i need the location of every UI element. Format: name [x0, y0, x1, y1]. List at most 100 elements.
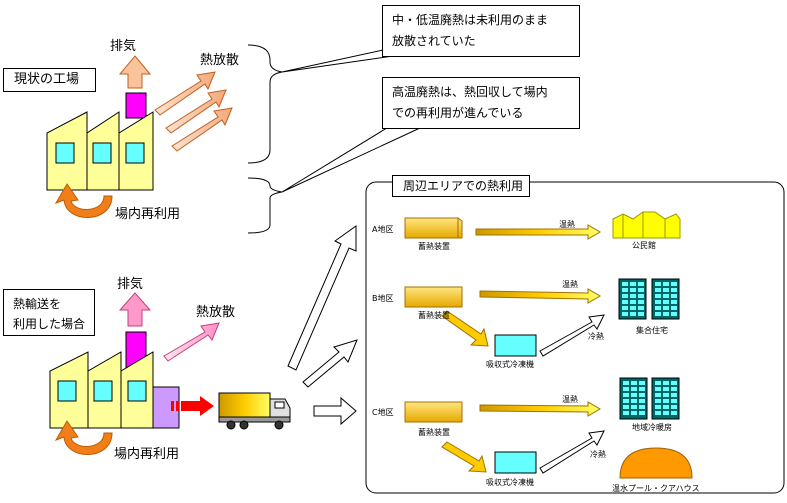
- feed-arrow: [441, 441, 487, 473]
- building-windows: [622, 282, 677, 415]
- building-window: [639, 381, 645, 385]
- building-window: [671, 387, 677, 391]
- building-window: [663, 393, 669, 397]
- transport-reuse-label: 場内再利用: [114, 447, 180, 462]
- building-window: [655, 306, 661, 310]
- building-window: [638, 282, 644, 286]
- callout-pointer: [281, 44, 407, 73]
- building-window: [623, 411, 629, 415]
- absorption-chiller: [494, 334, 537, 357]
- reuse-arrow: [54, 183, 113, 218]
- area-a-destination-label: 公民館: [632, 241, 656, 250]
- building-window: [671, 312, 677, 316]
- heat-release-arrow: [163, 322, 220, 362]
- cold-heat-arrow: [539, 430, 605, 474]
- building-window: [622, 294, 628, 298]
- building-window: [622, 300, 628, 304]
- heat-release-arrows: [154, 71, 233, 152]
- factory-window: [55, 142, 75, 164]
- building-window: [655, 399, 661, 403]
- building-window: [655, 405, 661, 409]
- building-window: [630, 282, 636, 286]
- building-window: [671, 288, 677, 292]
- exhaust-arrow: [118, 292, 152, 327]
- reuse-arrow: [54, 420, 113, 455]
- current-reuse-label: 場内再利用: [115, 207, 181, 222]
- building-window: [663, 294, 669, 298]
- warm-heat-arrow: [479, 401, 601, 417]
- bracket-bottom: [247, 177, 283, 234]
- building-window: [639, 405, 645, 409]
- building-window: [623, 381, 629, 385]
- storage-unit: [404, 286, 463, 308]
- building-window: [631, 399, 637, 403]
- building-window: [623, 405, 629, 409]
- area-b-label: B地区: [372, 294, 394, 303]
- building-window: [631, 405, 637, 409]
- building-window: [655, 288, 661, 292]
- factory-window: [93, 380, 113, 402]
- building-window: [663, 387, 669, 391]
- storage-unit: [404, 401, 463, 423]
- building-window: [663, 405, 669, 409]
- callout-pointer: [281, 119, 421, 193]
- building-window: [663, 381, 669, 385]
- building-window: [663, 411, 669, 415]
- transport-factory-title-line1: 熱輸送を: [13, 297, 62, 311]
- community-hall: [612, 211, 681, 239]
- transport-exhaust-label: 排気: [117, 277, 144, 292]
- current-exhaust-label: 排気: [110, 39, 137, 54]
- callout-low-temp-line2: 放散されていた: [392, 34, 476, 48]
- building-window: [671, 306, 677, 310]
- building-window: [622, 288, 628, 292]
- area-b-chiller-label: 吸収式冷凍機: [486, 360, 534, 369]
- hot-pool-dome: [619, 447, 693, 479]
- current-factory-title-box: 現状の工場: [3, 68, 96, 92]
- building-window: [630, 294, 636, 298]
- transport-factory-title-box: 熱輸送を 利用した場合: [3, 289, 95, 336]
- area-c-destination-1-label: 地域冷暖房: [632, 423, 672, 432]
- heat-transport-truck: [218, 392, 291, 430]
- building-window: [638, 294, 644, 298]
- heat-transfer-arrow: [171, 396, 214, 416]
- building-window: [639, 387, 645, 391]
- exhaust-arrow: [118, 55, 152, 89]
- absorption-chiller: [494, 451, 537, 474]
- area-a-warm-label: 温熱: [559, 220, 575, 229]
- current-factory-title: 現状の工場: [14, 72, 80, 87]
- building-window: [630, 300, 636, 304]
- area-b-warm-label: 温熱: [562, 280, 578, 289]
- building-window: [638, 312, 644, 316]
- building-window: [655, 411, 661, 415]
- area-c-chiller-label: 吸収式冷凍機: [486, 478, 534, 487]
- building-window: [671, 393, 677, 397]
- building-window: [630, 288, 636, 292]
- building-window: [655, 312, 661, 316]
- building-window: [639, 399, 645, 403]
- area-panel-title-box: 周辺エリアでの熱利用: [392, 175, 530, 197]
- bracket-top: [247, 44, 283, 164]
- building-window: [638, 300, 644, 304]
- building-window: [671, 411, 677, 415]
- current-factory: [46, 55, 233, 218]
- building-window: [655, 300, 661, 304]
- building-window: [663, 399, 669, 403]
- building-window: [655, 387, 661, 391]
- building-window: [631, 411, 637, 415]
- building-window: [630, 312, 636, 316]
- building-window: [655, 381, 661, 385]
- callout-high-temp: 高温廃熱は、熱回収して場内 での再利用が進んでいる: [382, 77, 580, 129]
- area-a: [404, 211, 681, 240]
- heat-recovery-unit: [152, 386, 180, 429]
- transport-factory: [49, 292, 220, 455]
- transport-heat-release-label: 熱放散: [196, 305, 236, 320]
- warm-heat-arrow: [479, 288, 601, 304]
- callout-high-temp-line1: 高温廃熱は、熱回収して場内: [392, 85, 548, 99]
- factory-window: [57, 380, 77, 402]
- building-window: [631, 381, 637, 385]
- area-c-destination-2-label: 温水プール・クアハウス: [612, 484, 700, 493]
- area-c-label: C地区: [372, 408, 394, 417]
- transport-factory-title-line2: 利用した場合: [13, 317, 86, 331]
- factory-window: [92, 142, 112, 164]
